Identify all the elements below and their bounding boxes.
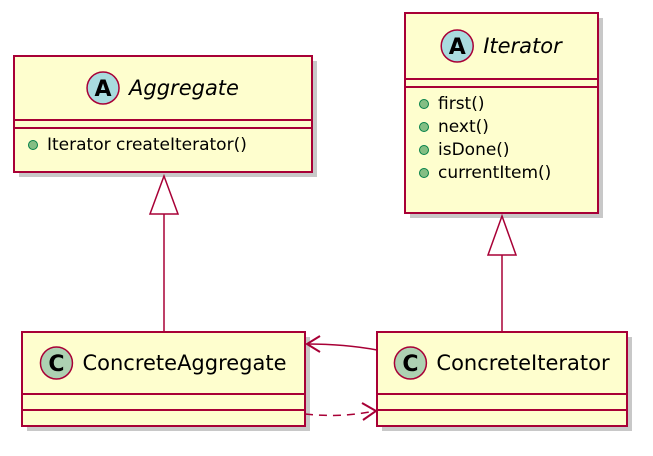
public-visibility-icon	[419, 145, 429, 155]
public-visibility-icon	[419, 99, 429, 109]
concrete-aggregate-badge-letter: C	[48, 352, 64, 377]
abstract-badge-icon	[86, 71, 120, 105]
public-visibility-icon	[419, 122, 429, 132]
iterator-member: isDone()	[438, 140, 510, 160]
generalization-arrowhead-icon	[148, 173, 180, 215]
concrete-aggregate-name: ConcreteAggregate	[82, 351, 286, 375]
aggregate-class[interactable]: Aggregate A Iterator createIterator()	[13, 55, 313, 173]
concrete-aggregate-class[interactable]: ConcreteAggregate C	[21, 331, 306, 427]
classes-layer: Aggregate A Iterator createIterator() Itera…	[13, 12, 628, 427]
class-badge-icon	[39, 346, 74, 380]
concrete-aggregate-box	[21, 331, 306, 427]
aggregate-box	[13, 55, 313, 173]
concrete-iterator-badge-letter: C	[402, 352, 418, 377]
iterator-member: first()	[438, 94, 484, 114]
association-line	[306, 343, 378, 351]
association-arrowhead-icon	[305, 335, 321, 353]
concrete-iterator-class[interactable]: ConcreteIterator C	[376, 331, 628, 427]
class-badge-icon	[393, 346, 428, 380]
public-visibility-icon	[419, 168, 429, 178]
dependency-line	[304, 410, 376, 417]
concrete-iterator-name: ConcreteIterator	[436, 351, 610, 375]
iterator-member: next()	[438, 117, 489, 137]
abstract-badge-icon	[440, 29, 474, 63]
aggregate-member: Iterator createIterator()	[47, 135, 247, 155]
iterator-badge-letter: A	[449, 35, 466, 60]
aggregate-badge-letter: A	[95, 77, 112, 102]
relations-layer	[148, 173, 518, 421]
public-visibility-icon	[28, 140, 38, 150]
iterator-box	[404, 12, 599, 214]
dependency-arrowhead-icon	[361, 402, 378, 421]
iterator-name: Iterator	[483, 34, 563, 58]
aggregate-name: Aggregate	[127, 76, 239, 100]
iterator-member: currentItem()	[438, 163, 551, 183]
generalization-arrowhead-icon	[486, 213, 518, 256]
